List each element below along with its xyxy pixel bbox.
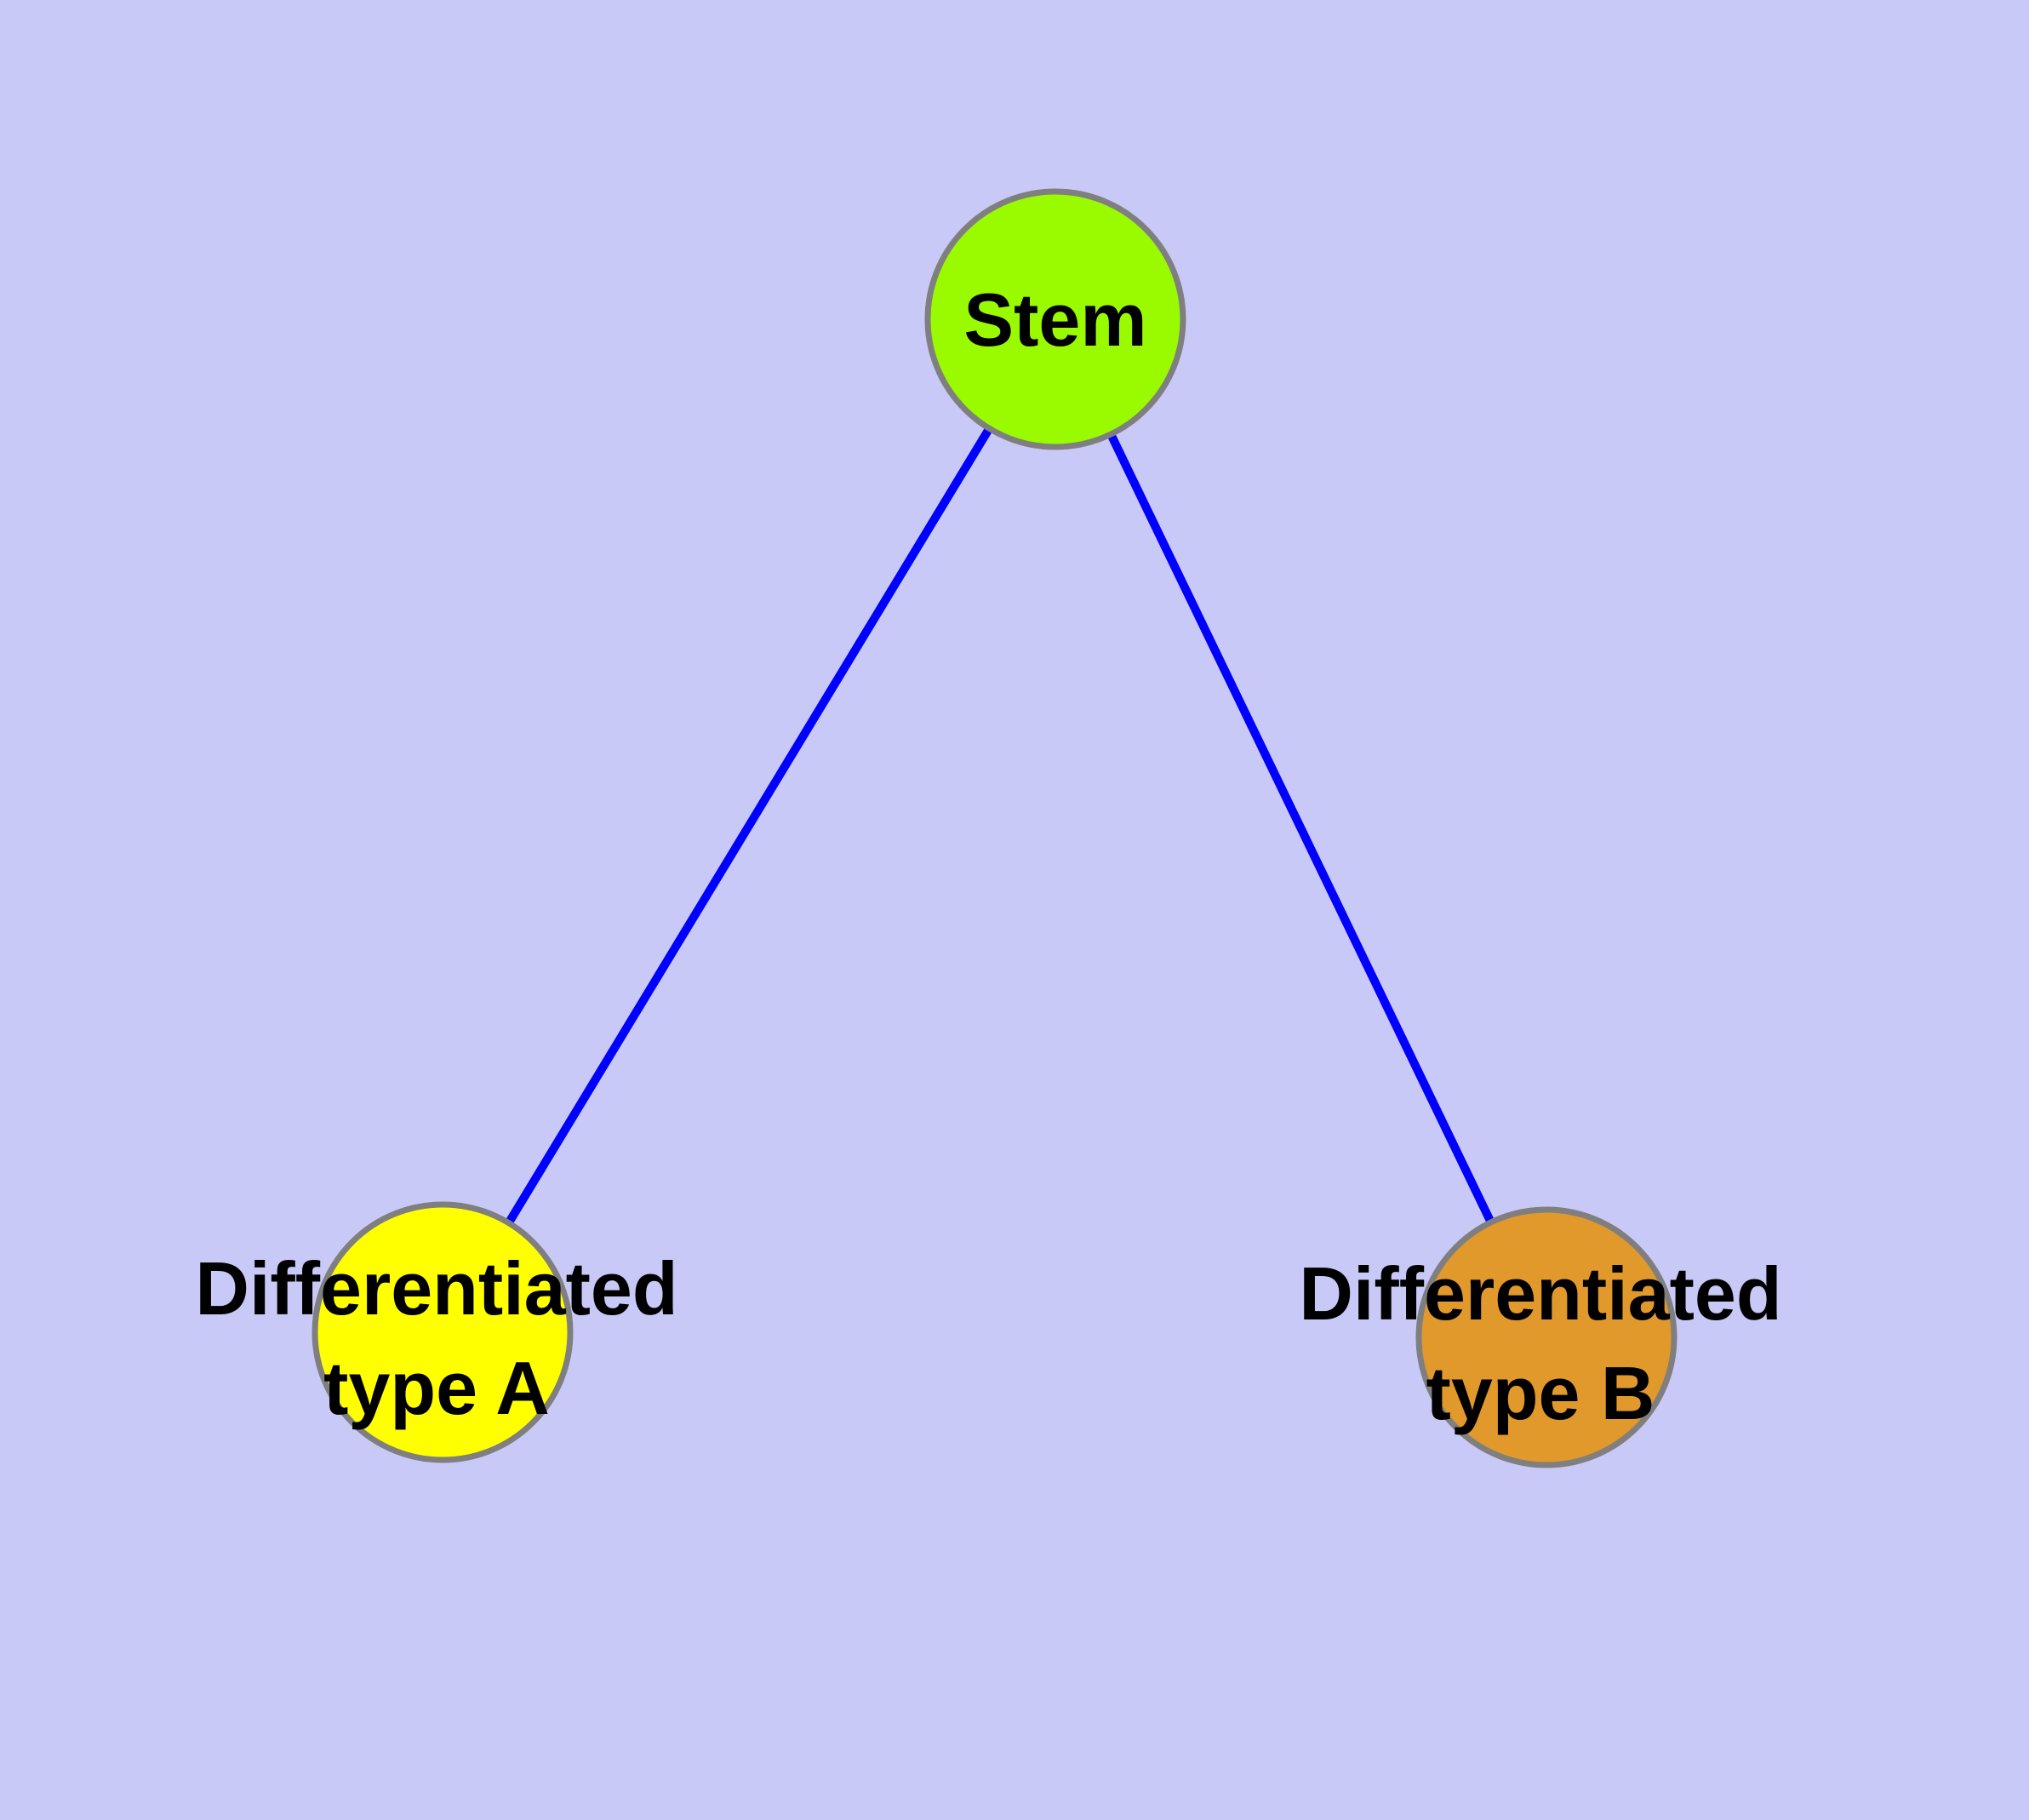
node-stem-circle[interactable] — [924, 188, 1186, 450]
node-stem: Stem — [924, 188, 1186, 450]
node-type-a-label-line2: type A — [323, 1346, 550, 1430]
node-type-a-label-line1: Differentiated — [195, 1246, 677, 1331]
node-type-b-circle[interactable] — [1415, 1206, 1677, 1468]
edge-stem-to-type-a — [438, 317, 1060, 1335]
edge-stem-to-type-b — [1051, 317, 1551, 1340]
node-type-b-label-line1: Differentiated — [1299, 1251, 1781, 1336]
node-differentiated-type-a: Differentiated type A — [195, 1201, 678, 1463]
node-differentiated-type-b: Differentiated type B — [1299, 1206, 1782, 1468]
node-type-b-label-line2: type B — [1426, 1351, 1655, 1435]
node-type-a-circle[interactable] — [311, 1201, 574, 1463]
node-stem-label: Stem — [963, 278, 1146, 362]
